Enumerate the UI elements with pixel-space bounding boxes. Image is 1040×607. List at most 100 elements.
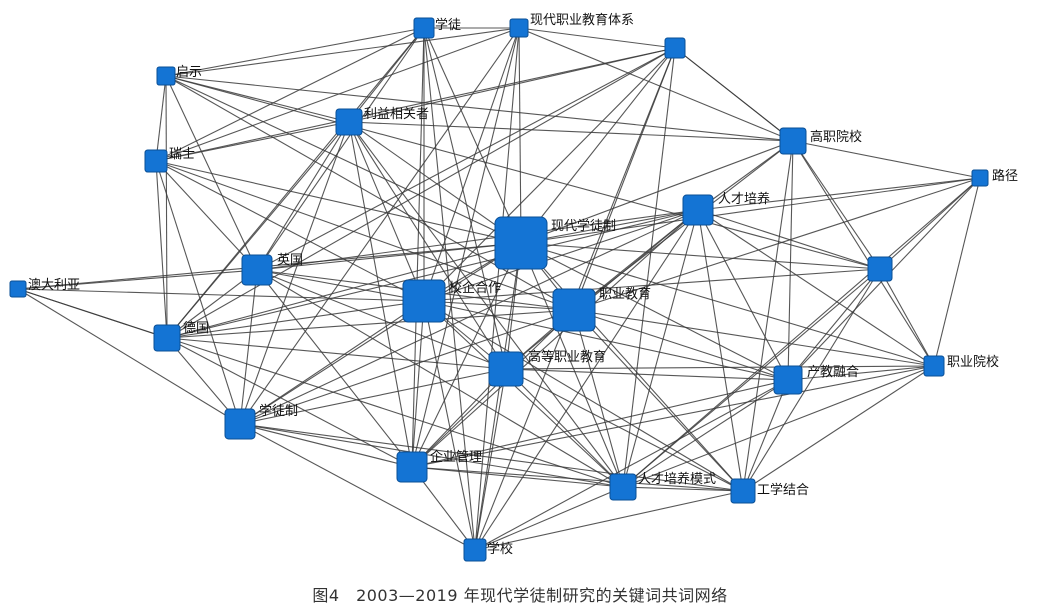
edge-lyxgz-rcpyms [348, 121, 624, 488]
edge-xqhz-yingguo [256, 269, 425, 302]
node-square-aodaliya [9, 280, 27, 298]
node-label-xiandai: 现代学徒制 [551, 218, 616, 234]
node-deguo: 德国 [153, 321, 209, 352]
edge-xiandai-xuexiao [474, 242, 522, 551]
edge-xiandai-gxjh [520, 242, 744, 492]
edge-unl2-rcpyms [622, 47, 676, 488]
node-qishi: 启示 [156, 65, 202, 86]
edge-xdzytx-gzyx [518, 27, 794, 142]
node-xqhz: 校企合作 [402, 279, 501, 323]
network-edges [17, 27, 981, 551]
edge-xiandai-qishi [165, 75, 522, 244]
edge-zyjy-deguo [166, 309, 575, 339]
edge-xiandai-lujing [520, 177, 981, 244]
edge-xiandai-deguo [166, 242, 522, 339]
edge-zyjy-ruishi [155, 160, 575, 311]
edge-yingguo-rcpyms [256, 269, 624, 488]
edge-gzyx-lyxgz [348, 121, 794, 142]
edge-cjrh-xuexiao [474, 379, 789, 551]
edge-lyxgz-xuetu [348, 27, 425, 123]
edge-unl2-gzyx [674, 47, 794, 142]
node-square-xiandai [494, 216, 548, 270]
edge-yingguo-lyxgz [256, 121, 350, 271]
node-label-xuetu: 学徒 [435, 17, 461, 33]
edge-ruishi-unl2 [155, 47, 676, 162]
edge-qygl-xuetu [411, 27, 425, 468]
edge-xqhz-xuexiao [423, 300, 476, 551]
node-square-zyyx [923, 355, 945, 377]
node-unl1 [867, 256, 893, 282]
node-square-xqhz [402, 279, 446, 323]
edge-xdzytx-xuexiao [474, 27, 520, 551]
edge-xiandai-xtz [239, 242, 522, 425]
node-square-yingguo [241, 254, 273, 286]
edge-deguo-qishi [165, 75, 168, 339]
node-square-unl2 [664, 37, 686, 59]
node-label-zyjy: 职业教育 [599, 286, 651, 302]
edge-gzyx-qishi [165, 75, 794, 142]
edge-xqhz-rcpy [423, 209, 699, 302]
node-label-lyxgz: 利益相关者 [364, 107, 429, 122]
edge-unl1-zyyx [879, 268, 935, 367]
edge-xqhz-rcpyms [423, 300, 624, 488]
edge-lujing-rcpyms [622, 177, 981, 488]
edge-yingguo-unl2 [256, 47, 676, 271]
edge-qygl-xdzytx [411, 27, 520, 468]
edge-xiandai-cjrh [520, 242, 789, 381]
edge-xiandai-rcpy [520, 209, 699, 244]
edge-xtz-xdzytx [239, 27, 520, 425]
node-label-gzyx: 高职院校 [810, 129, 862, 145]
edge-rcpyms-xuexiao [474, 486, 624, 551]
edge-rcpy-yingguo [256, 209, 699, 271]
edge-xqhz-gxjh [423, 300, 744, 492]
edge-zyjy-cjrh [573, 309, 789, 381]
edge-yingguo-qygl [256, 269, 413, 468]
edge-deguo-ruishi [155, 160, 168, 339]
node-square-gxjh [730, 478, 756, 504]
edge-yingguo-aodaliya [17, 269, 258, 290]
node-label-cjrh: 产教融合 [807, 364, 859, 380]
edge-xqhz-aodaliya [17, 288, 425, 302]
keyword-cooccurrence-network: 现代学徒制校企合作职业教育高等职业教育人才培养英国德国学徒制企业管理产教融合高职… [9, 12, 1018, 562]
edge-rcpy-xtz [239, 209, 699, 425]
node-square-xuetu [413, 17, 435, 39]
edge-xtz-rcpyms [239, 423, 624, 488]
node-square-qygl [396, 451, 428, 483]
edge-qishi-xdzytx [165, 27, 520, 77]
edge-rcpy-cjrh [697, 209, 789, 381]
node-label-gdzy: 高等职业教育 [528, 349, 606, 365]
edge-yingguo-xuetu [256, 27, 425, 271]
edge-xuetu-xuexiao [423, 27, 476, 551]
edge-xiandai-gzyx [520, 140, 794, 244]
edge-rcpy-rcpyms [622, 209, 699, 488]
edge-xdzytx-unl2 [518, 27, 676, 49]
edge-xtz-lyxgz [239, 121, 350, 425]
edge-xiandai-qygl [411, 242, 522, 468]
node-gzyx: 高职院校 [779, 127, 862, 155]
edge-zyyx-gxjh [742, 365, 935, 492]
edge-qygl-zyyx [411, 365, 935, 468]
node-label-xtz: 学徒制 [259, 403, 298, 419]
node-square-xtz [224, 408, 256, 440]
edge-gdzy-yingguo [256, 269, 507, 370]
edge-xiandai-rcpyms [520, 242, 624, 488]
node-square-xdzytx [509, 18, 529, 38]
edge-yingguo-qishi [165, 75, 258, 271]
edge-xqhz-xtz [239, 300, 425, 425]
edge-xtz-qygl [239, 423, 413, 468]
edge-unl1-gxjh [742, 268, 881, 492]
node-label-aodaliya: 澳大利亚 [28, 277, 80, 293]
edge-zyjy-xtz [239, 309, 575, 425]
edge-deguo-unl2 [166, 47, 676, 339]
node-square-rcpy [682, 194, 714, 226]
node-label-rcpy: 人才培养 [718, 191, 770, 207]
edge-gdzy-deguo [166, 337, 507, 370]
node-square-gzyx [779, 127, 807, 155]
node-cjrh: 产教融合 [773, 364, 859, 395]
node-lyxgz: 利益相关者 [335, 107, 429, 136]
edge-xiandai-xdzytx [518, 27, 522, 244]
node-zyjy: 职业教育 [552, 286, 651, 332]
edge-xiandai-unl2 [520, 47, 676, 244]
edge-ruishi-xdzytx [155, 27, 520, 162]
node-aodaliya: 澳大利亚 [9, 277, 80, 298]
